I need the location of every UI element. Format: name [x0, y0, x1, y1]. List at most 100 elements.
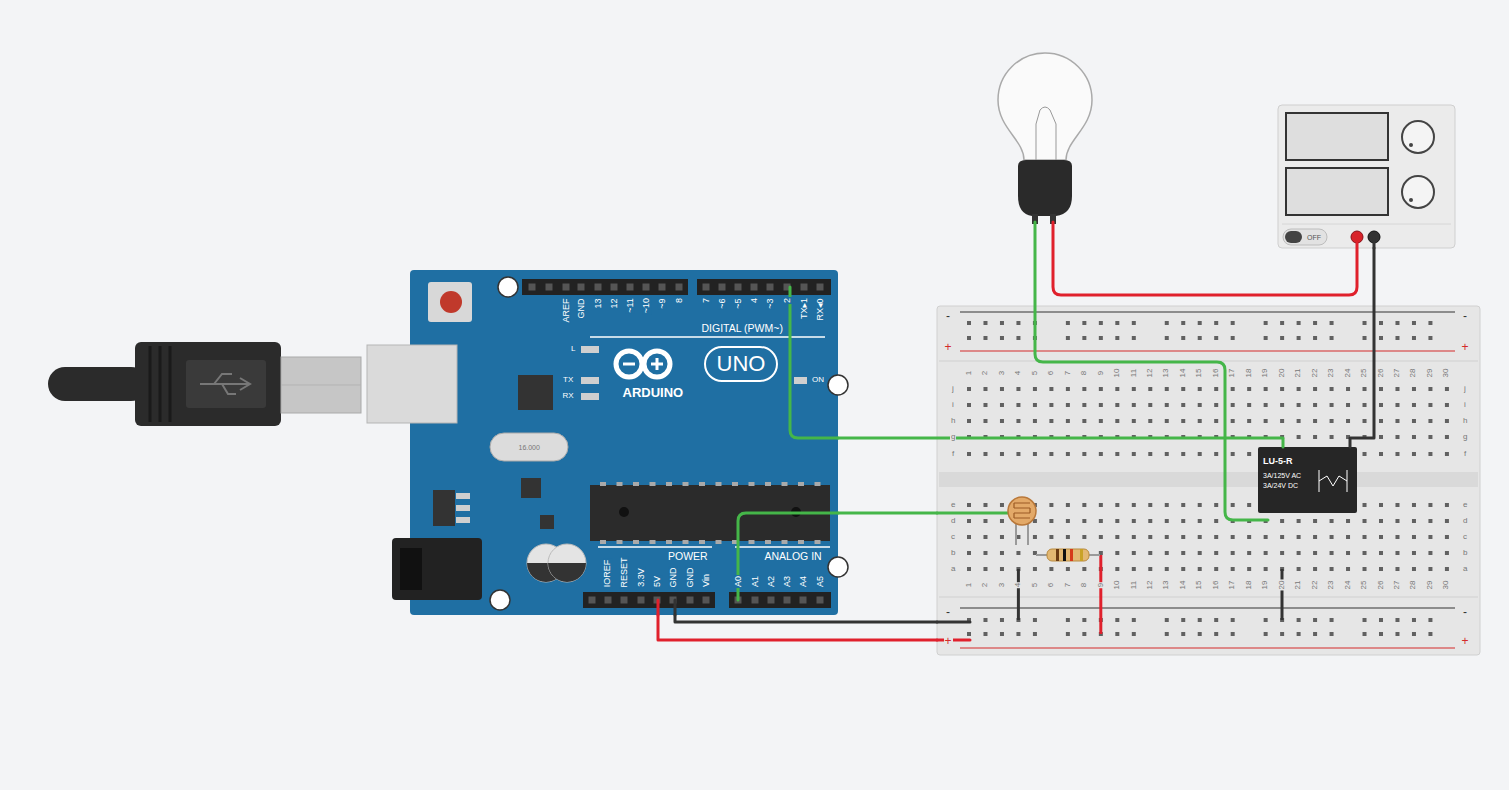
- breadboard-hole: [1247, 551, 1251, 555]
- breadboard-hole: [983, 419, 987, 423]
- breadboard-hole: [1165, 551, 1169, 555]
- breadboard-hole: [1445, 435, 1449, 439]
- breadboard-hole: [1148, 387, 1152, 391]
- rail-hole: [1412, 632, 1416, 636]
- chip-pin: [716, 540, 722, 544]
- pin-label: ~6: [718, 297, 727, 309]
- column-number: 11: [1130, 368, 1138, 378]
- breadboard-hole: [1412, 452, 1416, 456]
- pin-label: ~5: [734, 297, 743, 309]
- header-socket: [703, 284, 710, 291]
- rail-hole: [983, 632, 987, 636]
- power-jack: [392, 538, 482, 600]
- column-number: 16: [1212, 580, 1220, 591]
- rail-hole: [1363, 321, 1367, 325]
- breadboard-hole: [1132, 387, 1136, 391]
- breadboard-hole: [1247, 452, 1251, 456]
- breadboard-hole: [1066, 503, 1070, 507]
- breadboard-hole: [1395, 535, 1399, 539]
- breadboard-hole: [1379, 387, 1383, 391]
- rail-hole: [1428, 632, 1432, 636]
- column-number: 21: [1295, 368, 1303, 379]
- breadboard-hole: [1181, 452, 1185, 456]
- breadboard-hole: [1181, 403, 1185, 407]
- breadboard-hole: [1313, 403, 1317, 407]
- pin-label: 7: [702, 297, 711, 304]
- breadboard-hole: [1066, 567, 1070, 571]
- breadboard-hole: [1363, 535, 1367, 539]
- crystal-label: 16.000: [519, 444, 540, 451]
- header-socket: [767, 284, 774, 291]
- breadboard-hole: [967, 452, 971, 456]
- header-socket: [768, 597, 775, 604]
- pin-label: 4: [750, 297, 759, 304]
- rail-hole: [1000, 632, 1004, 636]
- column-number: 3: [998, 370, 1006, 376]
- breadboard-hole: [1000, 452, 1004, 456]
- chip-pin: [666, 482, 672, 486]
- wire-stub: [790, 287, 838, 438]
- column-number: 11: [1130, 580, 1138, 590]
- breadboard-hole: [1016, 419, 1020, 423]
- chip-pin: [617, 540, 623, 544]
- breadboard-hole: [1264, 551, 1268, 555]
- supply-knob: [1402, 121, 1434, 153]
- usb-chip: [518, 375, 553, 410]
- breadboard-hole: [1066, 419, 1070, 423]
- breadboard-hole: [1132, 535, 1136, 539]
- header-socket: [801, 284, 808, 291]
- breadboard-hole: [1412, 435, 1416, 439]
- breadboard-hole: [1198, 519, 1202, 523]
- chip-pin: [749, 482, 755, 486]
- rail-hole: [1330, 336, 1334, 340]
- breadboard-hole: [1346, 535, 1350, 539]
- breadboard-hole: [983, 503, 987, 507]
- wire: [675, 615, 937, 622]
- pin-header: [729, 592, 831, 608]
- supply-display: [1286, 168, 1388, 215]
- breadboard-hole: [1412, 519, 1416, 523]
- breadboard-hole: [1264, 387, 1268, 391]
- column-number: 25: [1360, 580, 1368, 591]
- breadboard-hole: [1346, 419, 1350, 423]
- header-socket: [719, 284, 726, 291]
- row-letter: j: [1463, 385, 1467, 393]
- chip-pin: [699, 482, 705, 486]
- rail-hole: [1231, 321, 1235, 325]
- rail-hole: [1313, 632, 1317, 636]
- breadboard-hole: [1363, 387, 1367, 391]
- rail-hole: [1132, 632, 1136, 636]
- rail-hole: [1280, 336, 1284, 340]
- breadboard-hole: [1165, 452, 1169, 456]
- header-socket: [752, 597, 759, 604]
- breadboard-hole: [1148, 519, 1152, 523]
- supply-display: [1286, 113, 1388, 160]
- rail-hole: [1099, 321, 1103, 325]
- header-socket: [611, 284, 618, 291]
- breadboard-hole: [1412, 419, 1416, 423]
- column-number: 5: [1031, 370, 1039, 376]
- pin-label: GND: [686, 566, 695, 588]
- rail-hole: [1363, 336, 1367, 340]
- breadboard-hole: [1148, 452, 1152, 456]
- breadboard-hole: [1428, 535, 1432, 539]
- rail-hole: [1428, 618, 1432, 622]
- column-number: 27: [1393, 368, 1401, 379]
- header-socket: [687, 597, 694, 604]
- breadboard-hole: [1214, 503, 1218, 507]
- header-socket: [589, 597, 596, 604]
- column-number: 15: [1196, 580, 1204, 591]
- breadboard-hole: [1148, 503, 1152, 507]
- rail-hole: [1264, 618, 1268, 622]
- header-socket: [563, 284, 570, 291]
- plug-panel: [186, 360, 266, 408]
- breadboard-hole: [1363, 403, 1367, 407]
- rail-hole: [1231, 632, 1235, 636]
- header-socket: [784, 597, 791, 604]
- breadboard-hole: [1445, 551, 1449, 555]
- column-number: 18: [1245, 580, 1253, 591]
- breadboard-hole: [1247, 387, 1251, 391]
- switch-label: OFF: [1307, 234, 1321, 241]
